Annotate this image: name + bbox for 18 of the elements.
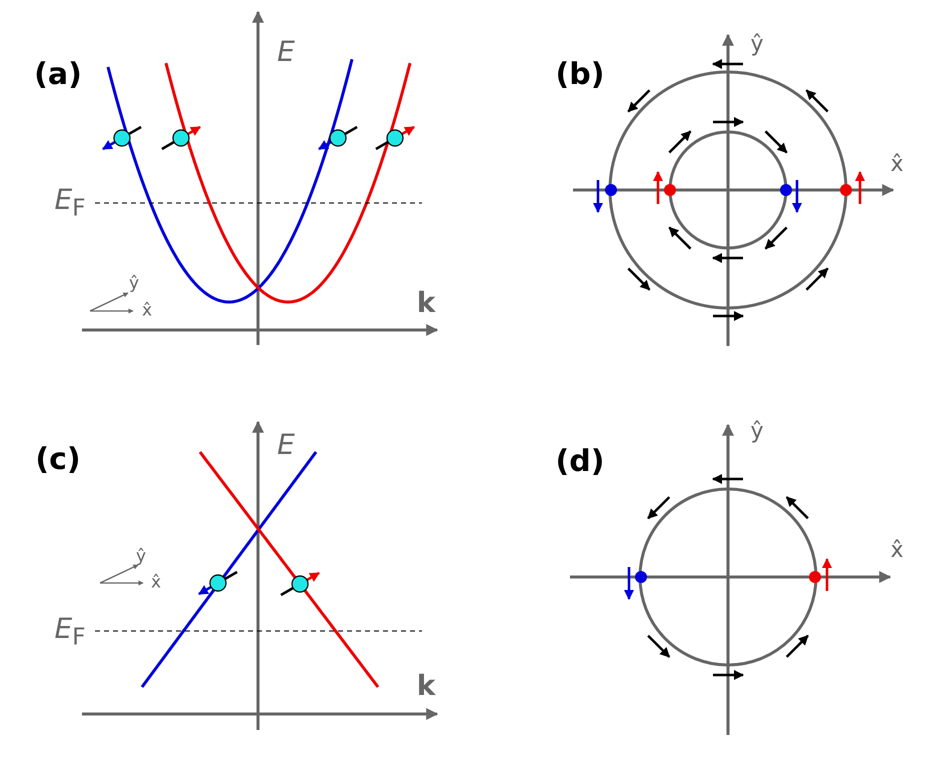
axis-label: k — [416, 672, 436, 700]
axis-label: ŷ — [128, 276, 140, 292]
axis-label: x̂ — [890, 154, 904, 176]
axis-label: ŷ — [750, 421, 764, 443]
energy-label: E$_{F}$ — [54, 186, 86, 220]
axis-label: k — [416, 289, 436, 317]
axis-label: E — [277, 38, 295, 66]
axis-label: x̂ — [150, 574, 162, 592]
axis-label: x̂ — [142, 302, 152, 320]
axis-label: x̂ — [890, 540, 904, 562]
panel-label: (c) — [35, 445, 81, 475]
axis-label: ŷ — [136, 548, 146, 566]
axis-label: ŷ — [750, 34, 764, 56]
panel-label: (a) — [34, 60, 82, 90]
panel-label: (d) — [556, 447, 604, 477]
energy-label: E$_{F}$ — [54, 615, 86, 649]
axis-label: E — [277, 431, 295, 459]
panel-label: (b) — [556, 60, 604, 90]
